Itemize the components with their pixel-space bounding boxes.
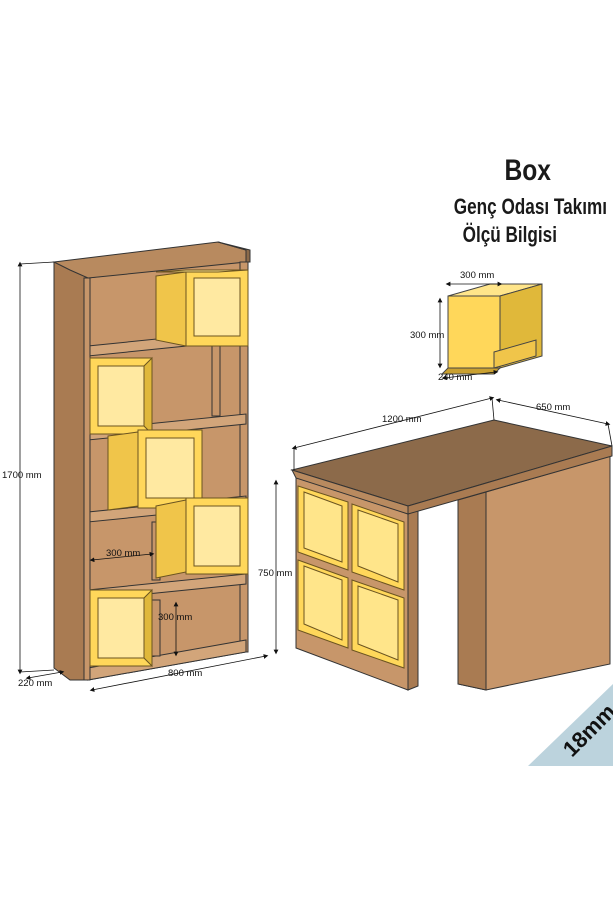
label-desk-width: 1200 mm [382,414,422,425]
label-cube-depth: 240 mm [438,372,472,383]
desk-dimensions [273,396,613,655]
measurement-subtitle: Ölçü Bilgisi [462,222,557,247]
yellow-box [297,559,349,649]
dimension-line-width [89,654,269,692]
label-desk-height: 750 mm [258,568,292,579]
bookcase-divider [151,599,161,657]
yellow-box [155,497,249,579]
dimension-line-desk-width [291,396,495,450]
label-desk-depth: 650 mm [536,402,570,413]
set-subtitle: Genç Odası Takımı [453,194,607,219]
yellow-box [297,485,349,571]
label-cube-height: 300 mm [410,330,444,341]
yellow-box [89,356,153,436]
bookcase-dimensions [17,261,269,692]
yellow-box [351,503,405,591]
desk-boxes [297,485,405,669]
label-bookcase-height: 1700 mm [2,470,42,481]
bookcase-divider [211,339,221,417]
cube-dimensions [437,281,503,381]
label-box-width: 300 mm [106,548,140,559]
label-cube-width: 300 mm [460,270,494,281]
bookcase-boxes [89,269,249,668]
dimension-line-box-width [89,551,155,563]
yellow-box [351,579,405,669]
brand-title: Box [504,154,551,187]
thickness-badge: 18mm [528,684,613,766]
label-bookcase-width: 800 mm [168,668,202,679]
dimension-line-desk-depth [495,398,611,426]
dimension-line-depth [25,670,65,680]
yellow-box [155,269,249,347]
label-box-height: 300 mm [158,612,192,623]
yellow-box [89,588,153,668]
bookcase-side-panel [53,261,89,681]
label-bookcase-depth: 220 mm [18,678,52,689]
yellow-box [107,429,203,511]
single-cube [440,283,543,375]
